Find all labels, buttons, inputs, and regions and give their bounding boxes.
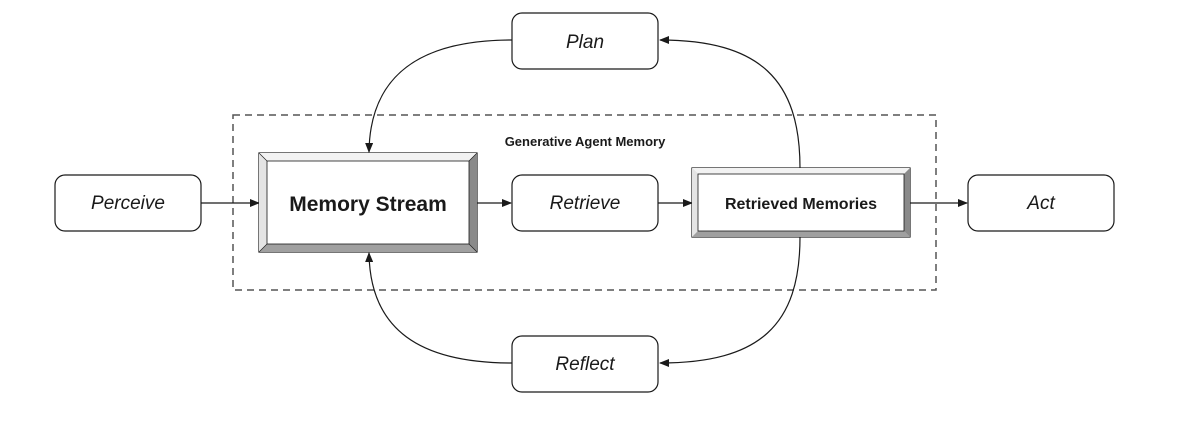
arrow-retrieved-to-plan — [659, 36, 801, 169]
node-act-label: Act — [1026, 193, 1055, 214]
node-retrieve-label: Retrieve — [550, 193, 621, 214]
node-retrieved-memories-label: Retrieved Memories — [725, 196, 877, 213]
node-reflect: Reflect — [511, 335, 659, 393]
node-act: Act — [967, 174, 1115, 232]
arrow-reflect-to-memory-stream — [365, 252, 513, 364]
node-perceive: Perceive — [54, 174, 202, 232]
node-memory-stream: Memory Stream — [258, 152, 478, 253]
arrow-plan-to-memory-stream — [365, 39, 513, 153]
node-perceive-label: Perceive — [91, 193, 165, 214]
node-plan-label: Plan — [566, 32, 604, 53]
memory-group-label: Generative Agent Memory — [505, 134, 666, 149]
node-retrieve: Retrieve — [511, 174, 659, 232]
node-reflect-label: Reflect — [555, 354, 615, 375]
node-plan: Plan — [511, 12, 659, 70]
node-retrieved-memories: Retrieved Memories — [691, 167, 911, 238]
node-memory-stream-label: Memory Stream — [289, 193, 447, 216]
arrow-retrieved-to-reflect — [659, 236, 801, 367]
